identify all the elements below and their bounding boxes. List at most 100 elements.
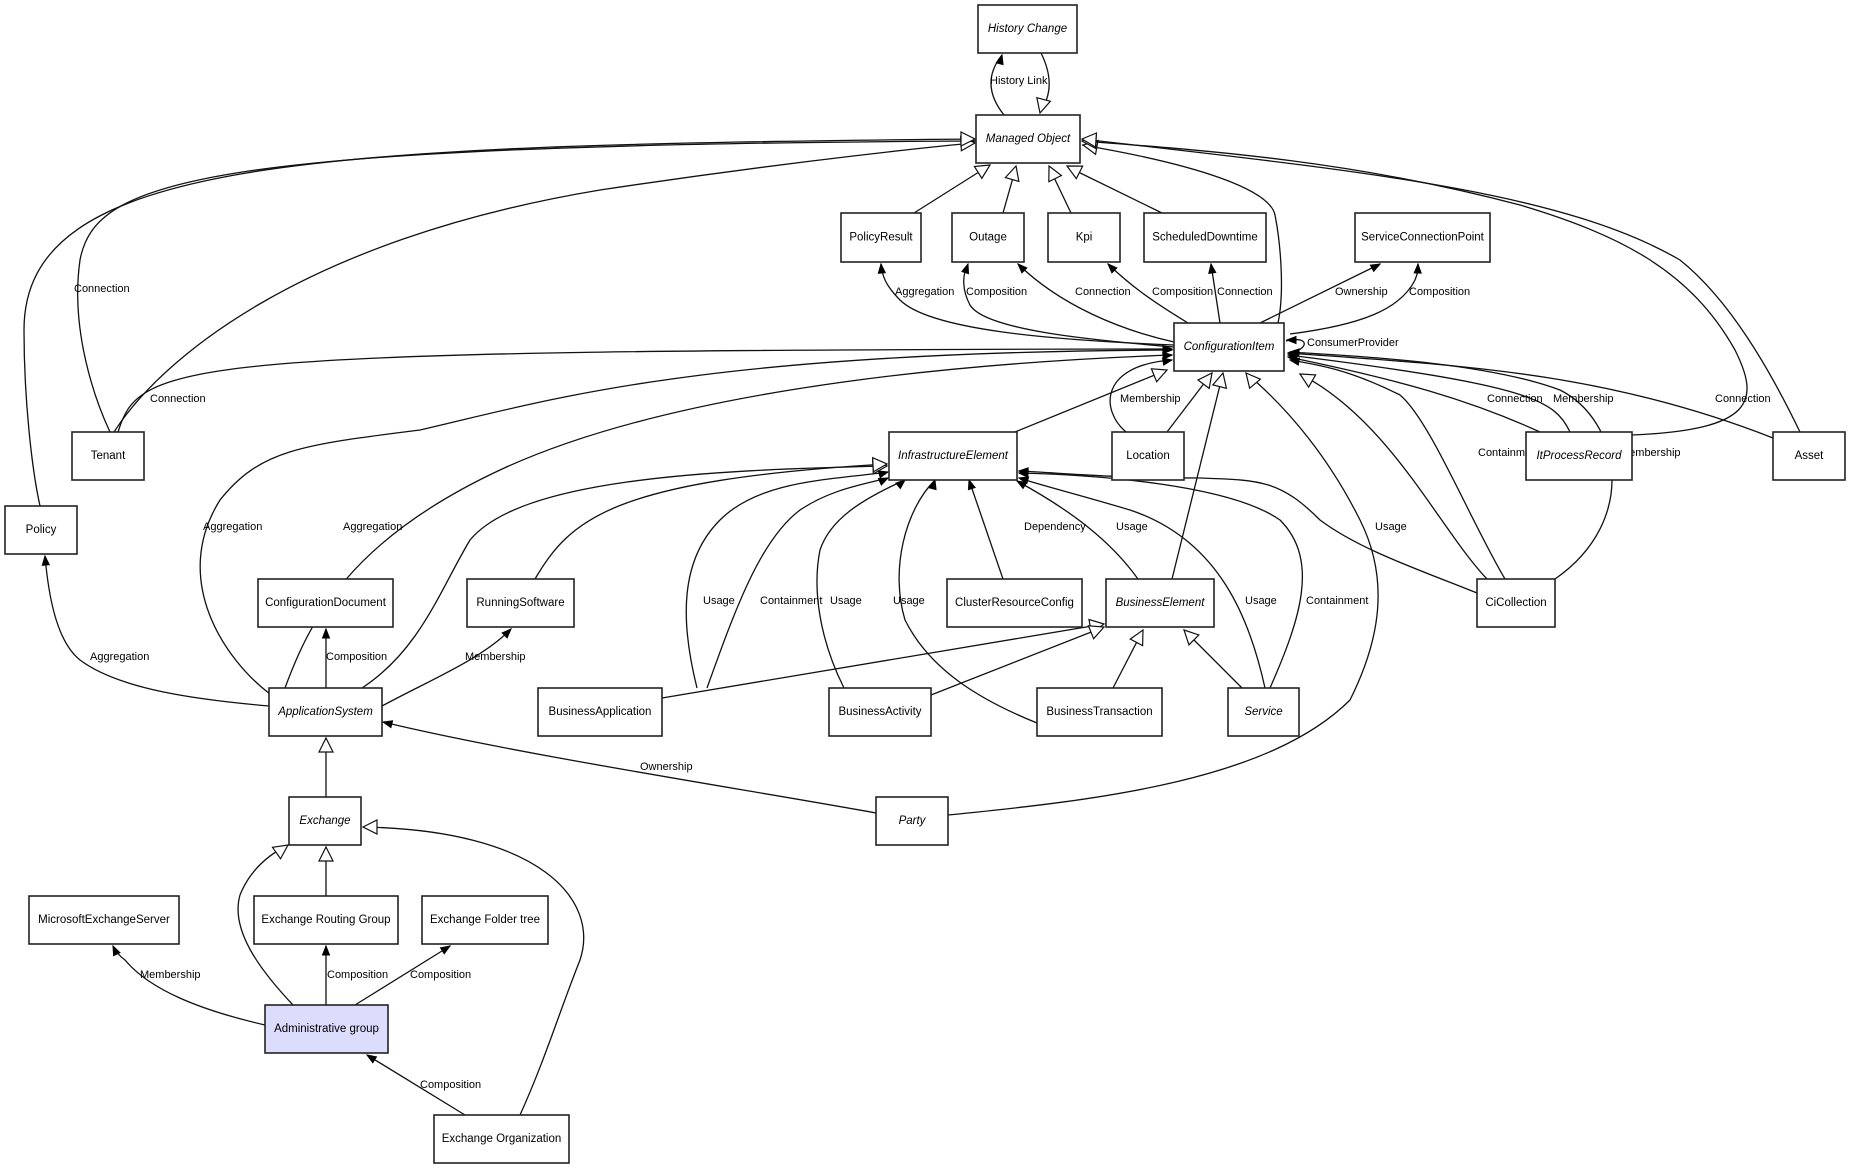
node-label: BusinessActivity	[838, 706, 921, 718]
edge-line	[362, 826, 585, 1116]
node-ci-collection[interactable]: CiCollection	[1476, 578, 1556, 628]
inheritance-edge-policy-result-to-managed-object[interactable]	[913, 164, 992, 214]
association-edge-tenant-to-configuration-item[interactable]	[117, 344, 1174, 433]
inheritance-edge-running-software-to-infrastructure-element[interactable]	[534, 456, 889, 580]
node-managed-object[interactable]: Managed Object	[975, 114, 1081, 164]
node-label: Outage	[969, 232, 1007, 244]
association-edge-configuration-item-to-outage[interactable]	[1017, 263, 1175, 343]
node-service[interactable]: Service	[1227, 687, 1300, 737]
edge-line	[1259, 263, 1381, 324]
inheritance-edge-outage-to-managed-object[interactable]	[1002, 164, 1020, 214]
association-edge-business-element-to-infrastructure-element[interactable]	[1015, 480, 1139, 580]
inheritance-edge-it-process-record-to-managed-object[interactable]	[1080, 133, 1748, 436]
node-location[interactable]: Location	[1111, 431, 1185, 481]
association-edge-configuration-item-to-scheduled-downtime[interactable]	[1208, 262, 1221, 324]
node-configuration-document[interactable]: ConfigurationDocument	[257, 578, 394, 628]
node-business-activity[interactable]: BusinessActivity	[828, 687, 932, 737]
node-kpi[interactable]: Kpi	[1047, 212, 1121, 263]
association-edge-configuration-item-to-outage[interactable]	[961, 262, 1175, 348]
node-asset[interactable]: Asset	[1772, 431, 1846, 481]
edge-label: Connection	[1217, 286, 1273, 298]
association-edge-ci-collection-to-infrastructure-element[interactable]	[1017, 467, 1478, 594]
association-edge-cluster-resource-config-to-infrastructure-element[interactable]	[967, 478, 1004, 580]
association-edge-administrative-group-to-exchange-folder-tree[interactable]	[354, 945, 452, 1006]
node-cluster-resource-config[interactable]: ClusterResourceConfig	[946, 578, 1083, 628]
node-box	[1173, 322, 1285, 372]
node-history-change[interactable]: History Change	[977, 4, 1078, 54]
node-administrative-group[interactable]: Administrative group	[264, 1004, 389, 1054]
inheritance-edge-business-element-to-configuration-item[interactable]	[1171, 371, 1228, 580]
node-it-process-record[interactable]: ItProcessRecord	[1525, 431, 1633, 481]
association-edge-application-system-to-running-software[interactable]	[381, 628, 512, 707]
node-business-element[interactable]: BusinessElement	[1105, 578, 1215, 628]
association-edge-configuration-item-to-kpi[interactable]	[1107, 263, 1189, 324]
inheritance-edge-kpi-to-managed-object[interactable]	[1048, 164, 1072, 214]
association-edge-location-to-configuration-item[interactable]	[1109, 357, 1174, 433]
edge-line	[1016, 480, 1139, 580]
node-configuration-item[interactable]: ConfigurationItem	[1173, 322, 1285, 372]
edge-label: Composition	[1152, 286, 1213, 298]
node-tenant[interactable]: Tenant	[71, 431, 145, 481]
inheritance-edge-history-change-to-managed-object[interactable]	[1036, 52, 1052, 115]
node-outage[interactable]: Outage	[951, 212, 1025, 263]
association-edge-configuration-item-to-service-connection-point[interactable]	[1259, 263, 1382, 324]
association-edge-exchange-organization-to-administrative-group[interactable]	[365, 1054, 466, 1116]
filled-arrow-icon	[1162, 345, 1174, 355]
inheritance-edge-policy-to-managed-object[interactable]	[23, 131, 977, 507]
association-edge-application-system-to-policy[interactable]	[41, 554, 270, 707]
association-edge-business-transaction-to-infrastructure-element[interactable]	[898, 478, 1038, 724]
node-business-application[interactable]: BusinessApplication	[537, 687, 663, 737]
edge-line	[968, 479, 1004, 580]
edge-label: Ownership	[640, 761, 693, 773]
filled-arrow-icon	[112, 944, 121, 957]
association-edge-business-application-to-infrastructure-element[interactable]	[706, 477, 890, 689]
association-edge-configuration-item-to-service-connection-point[interactable]	[1289, 262, 1422, 335]
inheritance-edge-scheduled-downtime-to-managed-object[interactable]	[1065, 165, 1163, 214]
association-edge-tenant-to-managed-object[interactable]	[77, 136, 977, 433]
inheritance-edge-location-to-configuration-item[interactable]	[1166, 371, 1213, 433]
association-edge-business-application-to-infrastructure-element[interactable]	[685, 470, 890, 689]
inheritance-edge-exchange-organization-to-exchange[interactable]	[361, 819, 585, 1116]
association-edge-application-system-to-configuration-item[interactable]	[199, 345, 1174, 695]
node-scheduled-downtime[interactable]: ScheduledDowntime	[1143, 212, 1267, 263]
node-policy[interactable]: Policy	[4, 505, 78, 555]
inheritance-edge-administrative-group-to-exchange[interactable]	[237, 844, 294, 1006]
node-exchange[interactable]: Exchange	[288, 796, 362, 846]
hollow-triangle-arrow-icon	[1183, 629, 1200, 646]
inheritance-edge-exchange-to-application-system[interactable]	[318, 736, 334, 797]
node-policy-result[interactable]: PolicyResult	[840, 212, 922, 263]
association-edge-administrative-group-to-exchange-routing-group[interactable]	[321, 944, 331, 1005]
inheritance-edge-infrastructure-element-to-configuration-item[interactable]	[1014, 368, 1169, 433]
association-edge-service-to-infrastructure-element[interactable]	[1017, 476, 1266, 689]
node-exchange-routing-group[interactable]: Exchange Routing Group	[253, 895, 399, 945]
filled-arrow-icon	[1017, 263, 1028, 274]
node-exchange-organization[interactable]: Exchange Organization	[433, 1114, 570, 1164]
node-running-software[interactable]: RunningSoftware	[466, 578, 575, 628]
association-edge-application-system-to-configuration-document[interactable]	[321, 627, 331, 688]
association-edge-ci-collection-to-configuration-item[interactable]	[1288, 357, 1506, 580]
node-business-transaction[interactable]: BusinessTransaction	[1036, 687, 1163, 737]
node-service-connection-point[interactable]: ServiceConnectionPoint	[1354, 212, 1491, 263]
inheritance-edge-application-system-to-infrastructure-element[interactable]	[361, 458, 889, 689]
node-exchange-folder-tree[interactable]: Exchange Folder tree	[421, 895, 549, 945]
association-edge-party-to-application-system[interactable]	[381, 720, 877, 814]
hollow-triangle-arrow-icon	[1080, 132, 1098, 148]
association-edge-ci-collection-to-configuration-item[interactable]	[1288, 348, 1613, 580]
node-microsoft-exchange-server[interactable]: MicrosoftExchangeServer	[28, 895, 180, 945]
association-edge-managed-object-to-history-change[interactable]	[990, 53, 1005, 116]
node-infrastructure-element[interactable]: InfrastructureElement	[888, 431, 1018, 481]
inheritance-edge-tenant-to-managed-object[interactable]	[113, 135, 977, 433]
inheritance-edge-service-to-business-element[interactable]	[1183, 629, 1243, 689]
inheritance-edge-ci-collection-to-configuration-item[interactable]	[1298, 373, 1488, 580]
association-edge-administrative-group-to-microsoft-exchange-server[interactable]	[112, 944, 266, 1026]
inheritance-edge-business-transaction-to-business-element[interactable]	[1112, 628, 1144, 689]
edge-label: Membership	[465, 651, 526, 663]
inheritance-edge-business-activity-to-business-element[interactable]	[930, 625, 1106, 696]
node-party[interactable]: Party	[875, 796, 949, 846]
inheritance-edge-party-to-configuration-item[interactable]	[947, 371, 1379, 816]
association-edge-configuration-item-to-policy-result[interactable]	[877, 262, 1175, 346]
inheritance-edge-exchange-routing-group-to-exchange[interactable]	[318, 845, 334, 896]
association-edge-business-activity-to-infrastructure-element[interactable]	[816, 479, 907, 689]
inheritance-edge-asset-to-managed-object[interactable]	[1080, 132, 1801, 433]
node-application-system[interactable]: ApplicationSystem	[268, 687, 383, 737]
